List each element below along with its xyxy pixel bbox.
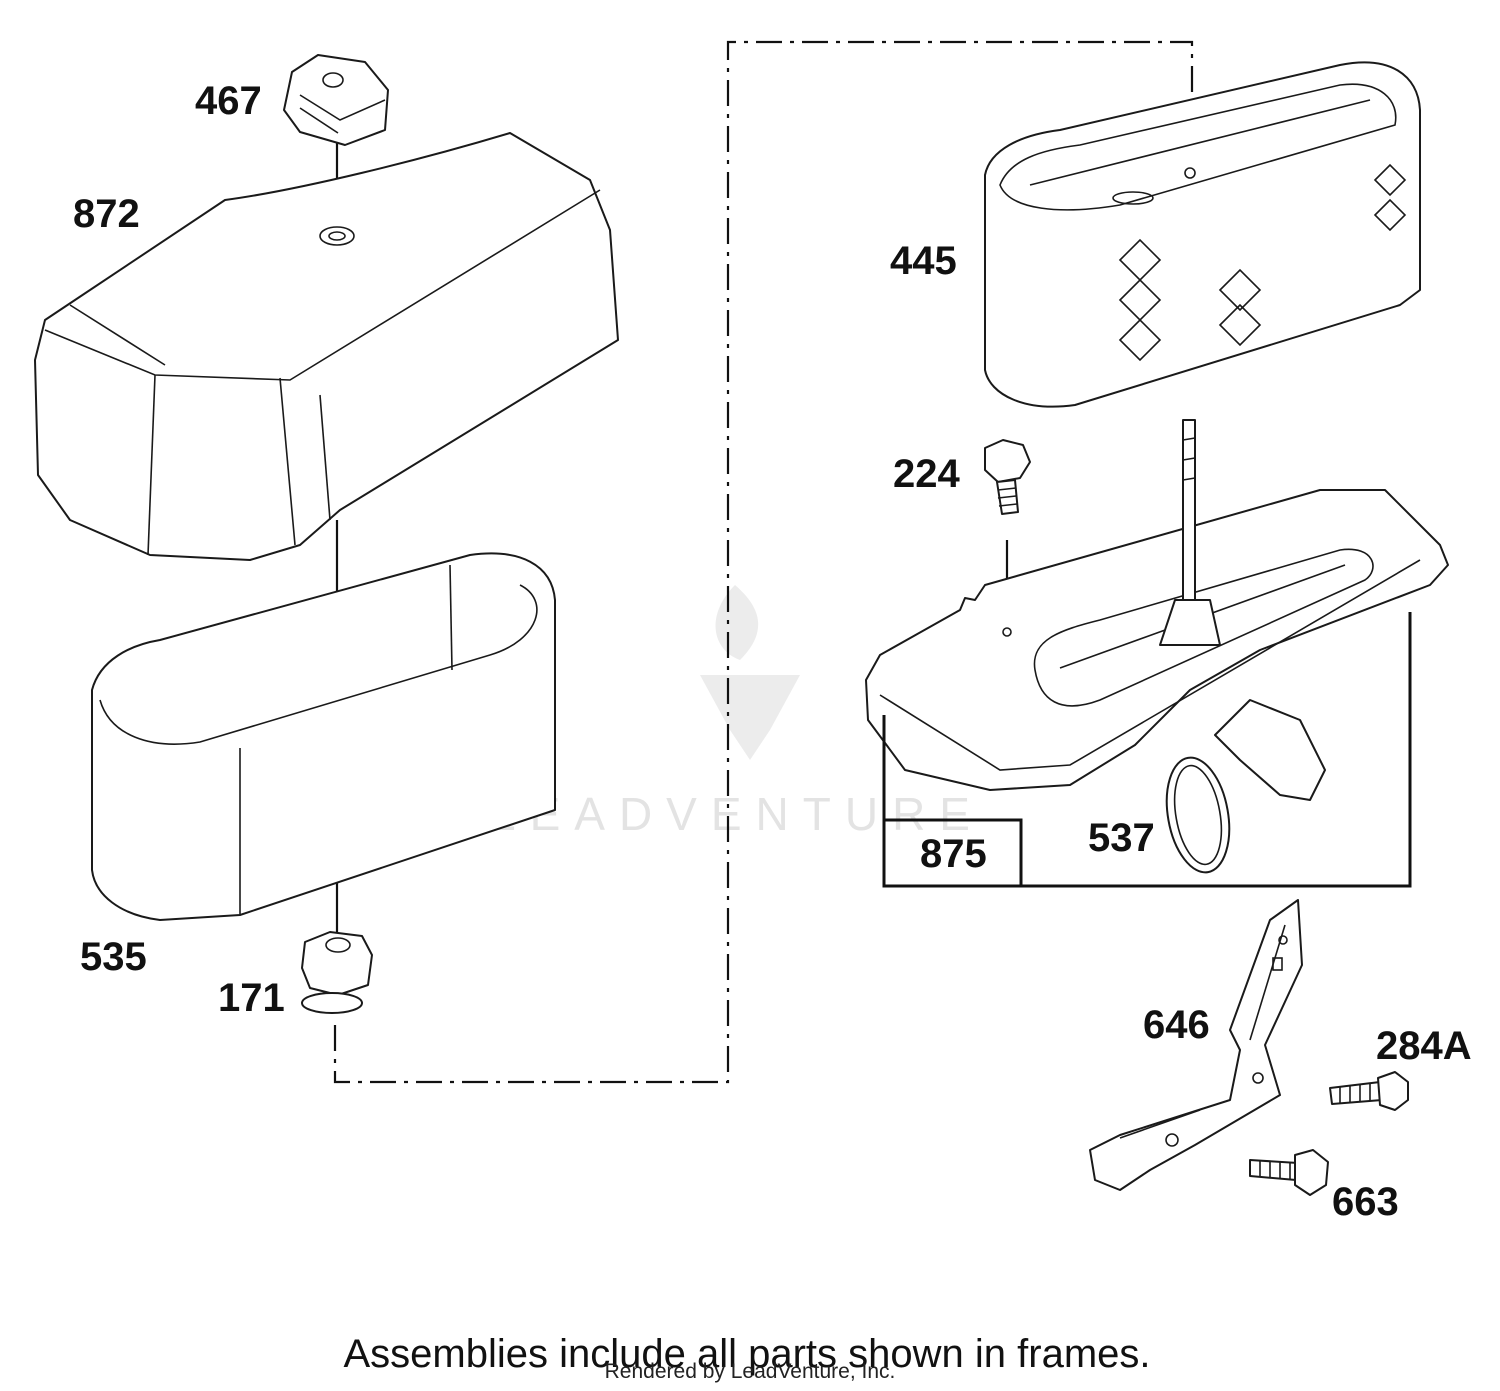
label-171: 171 [218, 976, 285, 1020]
watermark-text: LEADVENTURE [490, 788, 984, 840]
label-284a: 284A [1376, 1024, 1472, 1068]
part-445-filter[interactable] [984, 61, 1421, 408]
label-224: 224 [893, 452, 960, 496]
part-872-cover[interactable] [34, 132, 619, 561]
label-445: 445 [890, 239, 957, 283]
part-284a-bolt[interactable] [1329, 1071, 1409, 1111]
part-467-knob[interactable] [283, 54, 389, 146]
part-663-bolt[interactable] [1249, 1149, 1329, 1196]
assembly-note: Assemblies include all parts shown in fr… [343, 1332, 1150, 1376]
filter-pattern [1118, 163, 1407, 362]
label-872: 872 [73, 192, 140, 236]
part-646-bracket[interactable] [1089, 899, 1303, 1191]
part-875-base[interactable] [865, 419, 1449, 801]
part-171-grommet[interactable] [301, 931, 373, 1014]
part-224-screw[interactable] [984, 439, 1031, 515]
part-535-precleaner[interactable] [91, 552, 556, 921]
frame-875 [882, 612, 1412, 888]
label-663: 663 [1332, 1180, 1399, 1224]
label-875: 875 [920, 832, 987, 876]
label-537: 537 [1088, 816, 1155, 860]
assembly-leader-line [333, 40, 1194, 1084]
render-credit: Rendered by LeadVenture, Inc. [605, 1360, 896, 1383]
part-537-seal[interactable] [1158, 753, 1237, 878]
label-467: 467 [195, 79, 262, 123]
label-646: 646 [1143, 1003, 1210, 1047]
watermark: LEADVENTURE [490, 585, 984, 840]
label-535: 535 [80, 935, 147, 979]
